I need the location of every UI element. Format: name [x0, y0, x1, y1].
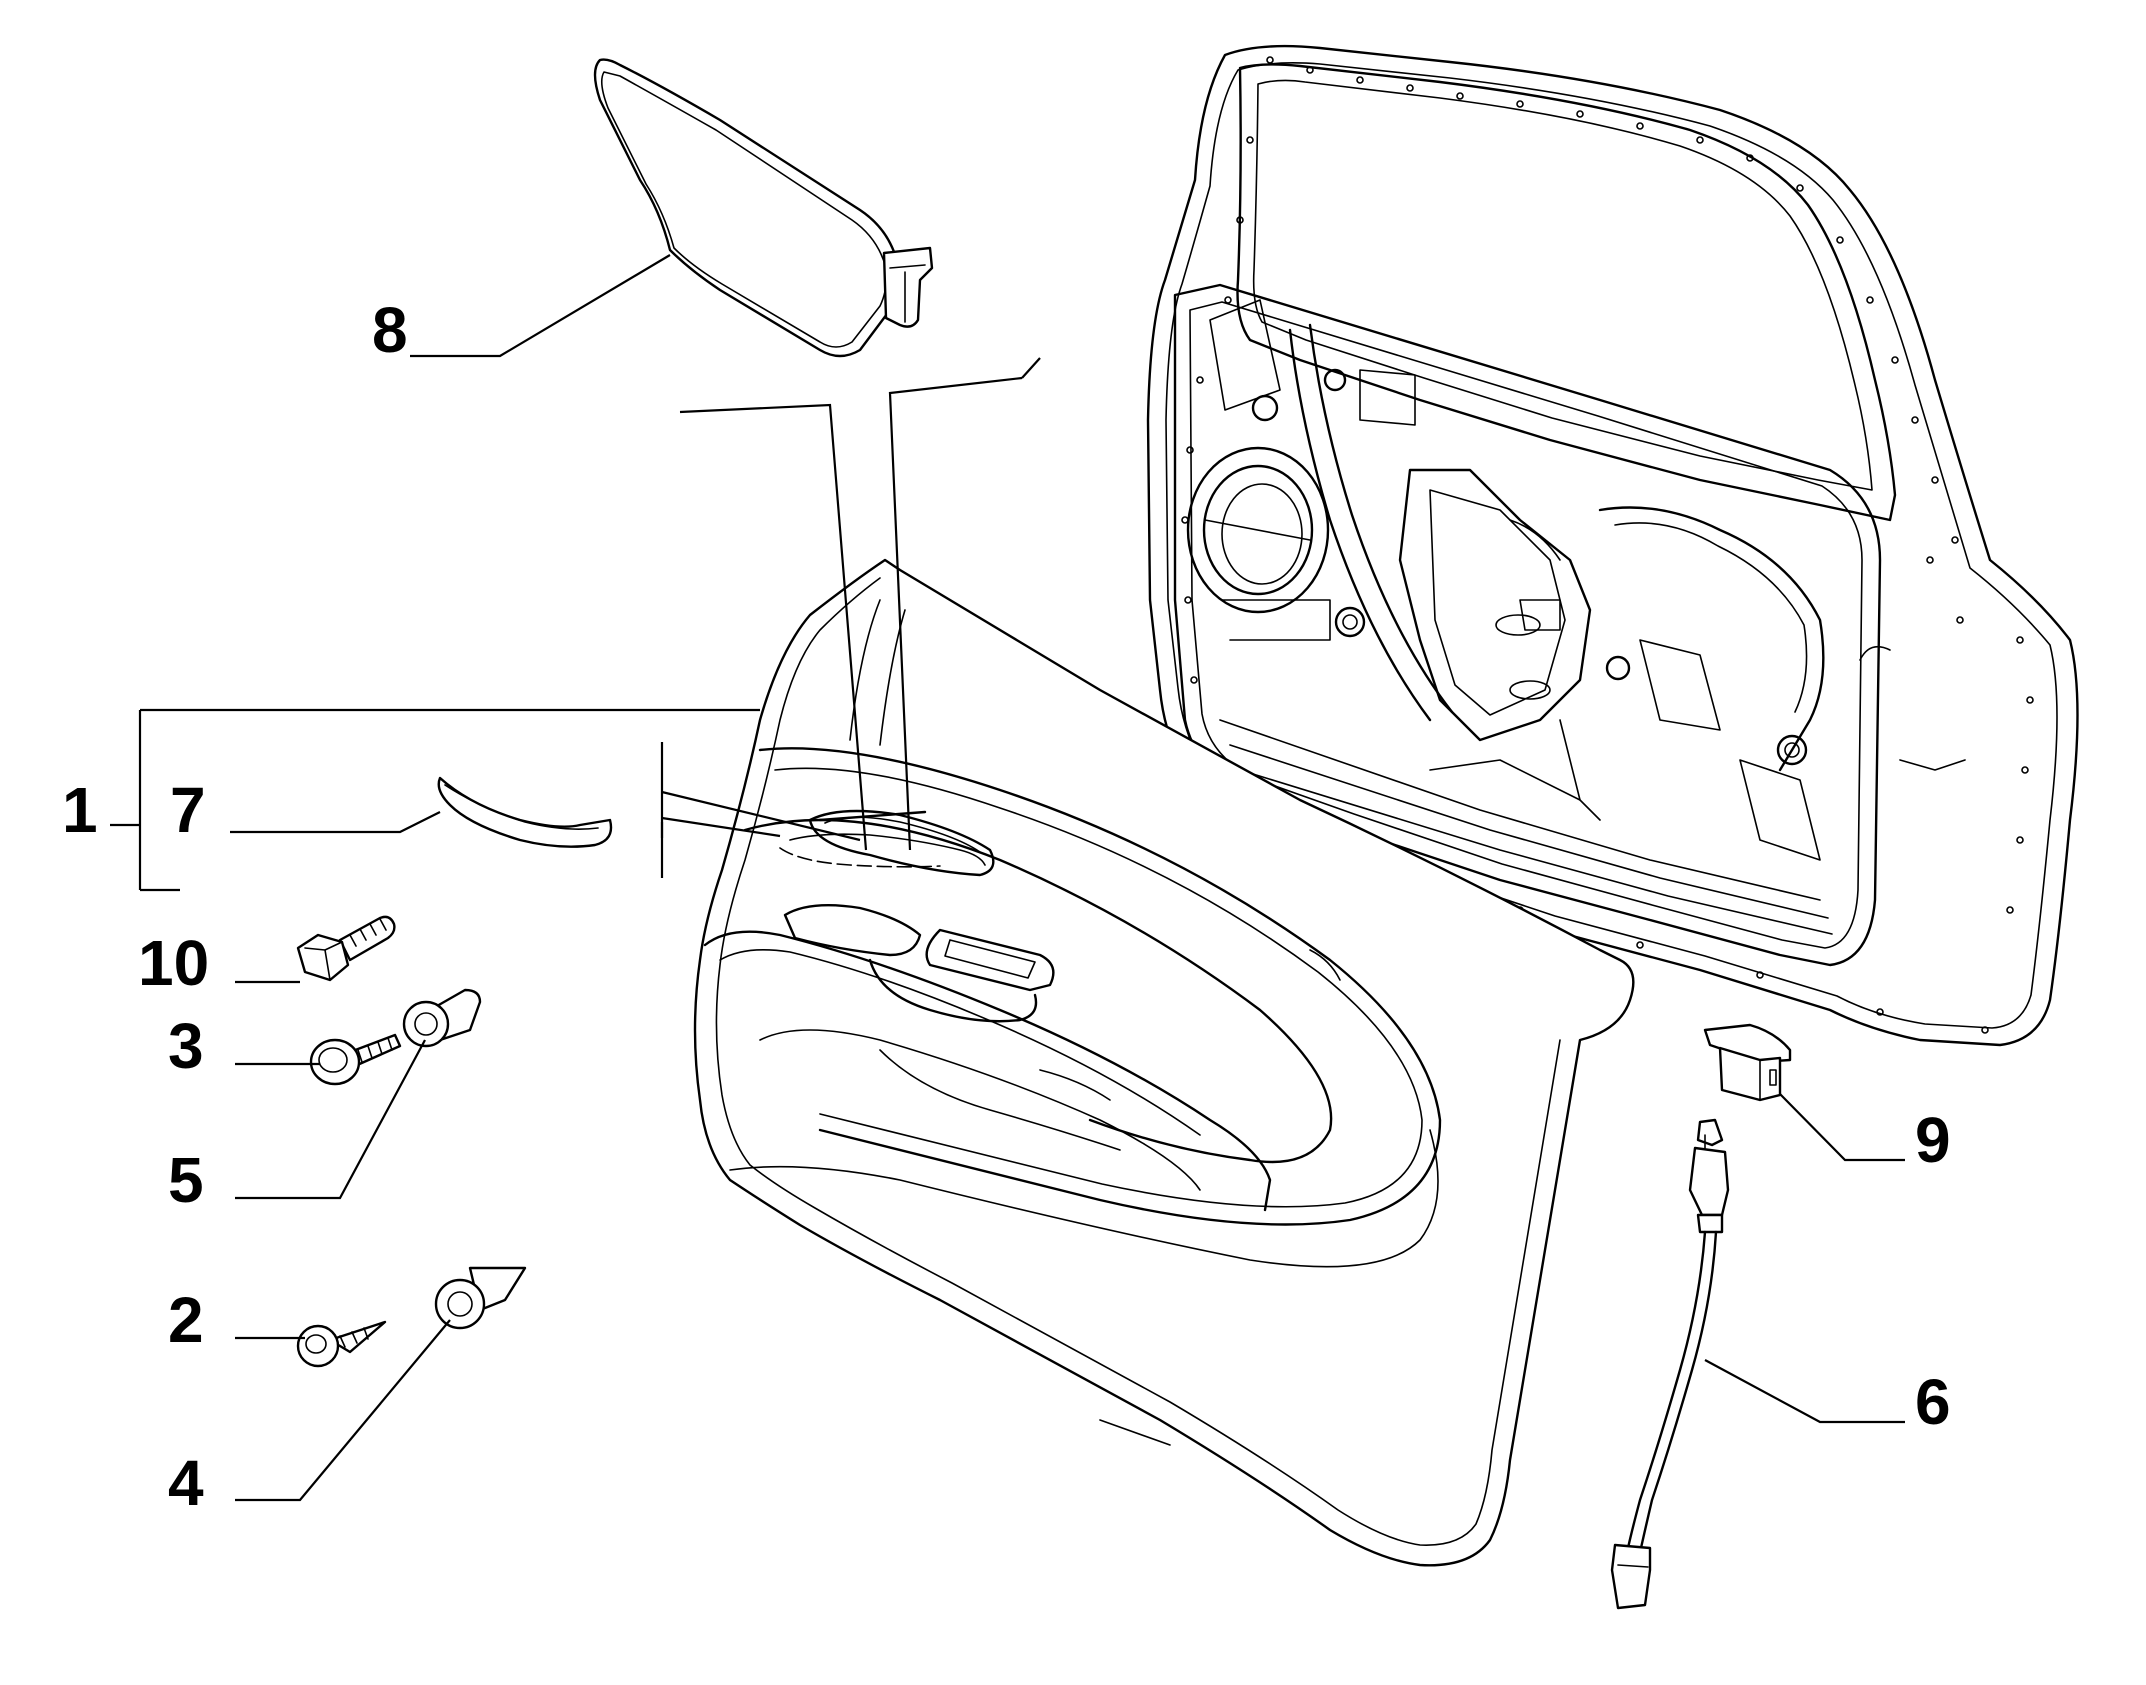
callout-10: 10 — [138, 927, 209, 999]
leader-lines — [110, 254, 1905, 1502]
bolt-10 — [296, 915, 396, 982]
callout-8: 8 — [372, 294, 408, 366]
callout-9: 9 — [1915, 1104, 1951, 1176]
courtesy-lamp — [1703, 1023, 1792, 1102]
callout-6: 6 — [1915, 1366, 1951, 1438]
handle-bezel — [437, 776, 613, 848]
guide-lines — [660, 357, 1041, 878]
screw-3 — [309, 1033, 402, 1086]
callout-3: 3 — [168, 1010, 204, 1082]
callout-labels: 1 7 8 10 3 5 2 4 9 6 — [62, 294, 1951, 1519]
clip-4 — [434, 1266, 527, 1330]
clip-5 — [402, 988, 482, 1048]
callout-7: 7 — [170, 774, 206, 846]
mirror-cover — [593, 58, 934, 358]
screw-2 — [296, 1320, 387, 1368]
door-frame — [1146, 44, 2079, 1047]
callout-5: 5 — [168, 1144, 204, 1216]
callout-4: 4 — [168, 1447, 204, 1519]
door-trim-panel — [693, 558, 1635, 1567]
wiring-harness — [1610, 1118, 1730, 1610]
callout-1: 1 — [62, 774, 98, 846]
callout-2: 2 — [168, 1284, 204, 1356]
